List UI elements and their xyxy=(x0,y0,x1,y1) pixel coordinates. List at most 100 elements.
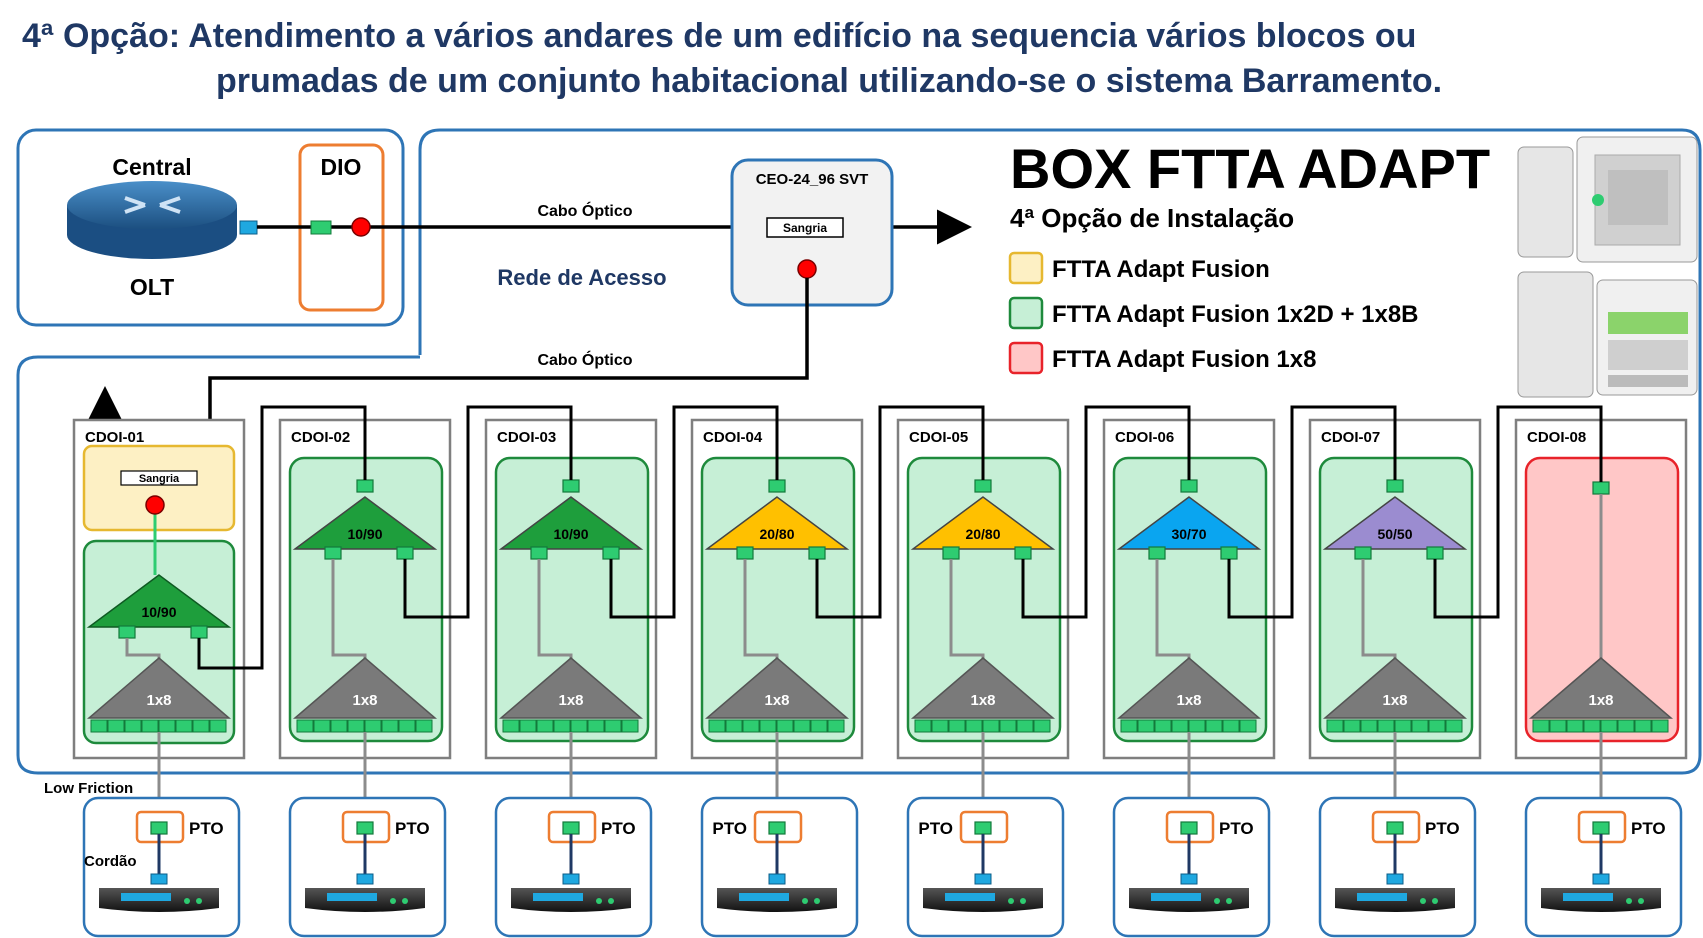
dio-label: DIO xyxy=(321,154,362,180)
splitter-ratio: 20/80 xyxy=(759,526,794,542)
output-port xyxy=(999,719,1017,733)
splitter-ratio: 10/90 xyxy=(347,526,382,542)
title-line-1: 4ª Opção: Atendimento a vários andares d… xyxy=(22,17,1416,55)
olt-router-icon xyxy=(67,181,237,259)
ceo-sangria xyxy=(766,217,844,238)
pto-label: PTO xyxy=(395,819,430,838)
splitter-ratio: 20/80 xyxy=(965,526,1000,542)
output-port xyxy=(793,719,811,733)
output-port xyxy=(1222,719,1240,733)
output-port xyxy=(124,719,142,733)
cdoi-name: CDOI-03 xyxy=(497,429,556,446)
output-port xyxy=(1326,719,1344,733)
splitter-unbalanced xyxy=(1322,496,1468,550)
output-port xyxy=(1428,719,1446,733)
splitter-1x8 xyxy=(1528,657,1674,719)
splitter-in xyxy=(1592,481,1610,495)
cdoi-sangria xyxy=(120,470,198,486)
splitter-unbalanced xyxy=(704,496,850,550)
central-label: Central xyxy=(112,154,191,180)
pto-label: PTO xyxy=(1425,819,1460,838)
legend-swatch-2 xyxy=(1008,296,1044,330)
legend-swatch-1 xyxy=(1008,251,1044,285)
low-friction-label: Low Friction xyxy=(44,780,133,797)
output-port xyxy=(502,719,520,733)
splitter-out-high xyxy=(602,546,620,560)
through-fiber xyxy=(403,405,573,619)
pto-connector xyxy=(150,821,168,835)
cdoi-sangria-label: Sangria xyxy=(139,473,180,485)
splitter-out-high xyxy=(1426,546,1444,560)
splitter-out-low xyxy=(530,546,548,560)
splitter-out-low xyxy=(1354,546,1372,560)
pto-connector xyxy=(1180,821,1198,835)
splitter-out-high xyxy=(808,546,826,560)
pto-connector xyxy=(974,821,992,835)
output-port xyxy=(759,719,777,733)
pto-connector xyxy=(356,821,374,835)
output-port xyxy=(982,719,1000,733)
olt-label: OLT xyxy=(130,274,174,300)
output-port xyxy=(364,719,382,733)
splitter-in xyxy=(562,479,580,493)
splitter-out-high xyxy=(396,546,414,560)
output-port xyxy=(1033,719,1051,733)
through-fiber xyxy=(1433,405,1603,619)
legend-label-1: FTTA Adapt Fusion xyxy=(1052,256,1270,283)
splitter-out-low xyxy=(942,546,960,560)
splitter-1x8 xyxy=(910,657,1056,719)
splitter-1x8-label: 1x8 xyxy=(352,692,377,709)
output-port xyxy=(1566,719,1584,733)
splitter-unbalanced xyxy=(292,496,438,550)
output-port xyxy=(398,719,416,733)
pto-label: PTO xyxy=(1219,819,1254,838)
output-port xyxy=(742,719,760,733)
output-port xyxy=(107,719,125,733)
splitter-in xyxy=(1386,479,1404,493)
splitter-out-high xyxy=(1014,546,1032,560)
ceo-sangria-label: Sangria xyxy=(783,221,827,235)
output-port xyxy=(810,719,828,733)
output-port xyxy=(381,719,399,733)
output-port xyxy=(914,719,932,733)
output-port xyxy=(1120,719,1138,733)
dio-connector xyxy=(310,220,332,235)
output-port xyxy=(1016,719,1034,733)
output-port xyxy=(141,719,159,733)
pto-label: PTO xyxy=(189,819,224,838)
output-port xyxy=(570,719,588,733)
splitter-out-low xyxy=(1148,546,1166,560)
ont-device-icon xyxy=(1541,873,1661,912)
splitter-out-low xyxy=(324,546,342,560)
cdoi-splice-dot xyxy=(145,495,165,515)
cdoi-name: CDOI-02 xyxy=(291,429,350,446)
through-fiber xyxy=(197,405,367,670)
splitter-1x8-label: 1x8 xyxy=(558,692,583,709)
olt-port xyxy=(239,220,258,235)
output-port xyxy=(1600,719,1618,733)
output-port xyxy=(1549,719,1567,733)
splitter-1x8-label: 1x8 xyxy=(1176,692,1201,709)
output-port xyxy=(1394,719,1412,733)
splitter-in xyxy=(768,479,786,493)
brand-title: BOX FTTA ADAPT xyxy=(1010,137,1490,200)
output-port xyxy=(827,719,845,733)
legend-swatch-3 xyxy=(1008,341,1044,375)
splitter-1x8 xyxy=(292,657,438,719)
output-port xyxy=(1377,719,1395,733)
cable-bottom-label: Cabo Óptico xyxy=(537,350,632,369)
through-fiber xyxy=(1227,405,1397,619)
legend-label-3: FTTA Adapt Fusion 1x8 xyxy=(1052,346,1316,373)
ont-device-icon xyxy=(99,873,219,912)
output-port xyxy=(1583,719,1601,733)
output-port xyxy=(296,719,314,733)
output-port xyxy=(621,719,639,733)
pto-connector xyxy=(1386,821,1404,835)
ftta-fusion-box xyxy=(82,444,236,532)
